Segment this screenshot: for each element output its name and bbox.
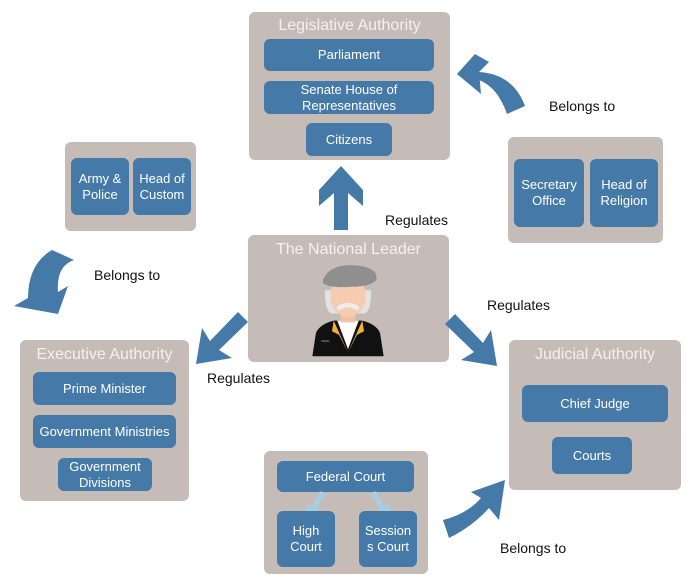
secretary-religion-panel: Secretary Office Head of Religion [508,137,663,243]
belongs-to-top-right-label: Belongs to [549,98,616,114]
courts-node: Courts [552,437,632,474]
executive-authority-panel: Executive Authority Prime Minister Gover… [20,340,189,501]
court-group-panel: Federal Court High Court Session s Court [264,451,428,574]
army-police-node: Army & Police [71,158,129,215]
chief-judge-node: Chief Judge [522,385,668,422]
arrow-up-icon [319,166,363,230]
curved-arrow-left-icon [14,250,74,314]
arrow-down-left-icon [196,312,248,364]
government-ministries-node: Government Ministries [33,415,176,448]
government-divisions-node: Government Divisions [58,458,152,491]
prime-minister-node: Prime Minister [33,372,176,405]
judicial-authority-title: Judicial Authority [534,346,656,363]
sessions-court-node: Session s Court [359,511,417,567]
army-custom-panel: Army & Police Head of Custom [65,142,196,231]
secretary-office-node: Secretary Office [514,159,584,227]
legislative-authority-panel: Legislative Authority Parliament Senate … [249,12,450,160]
citizens-node: Citizens [306,123,392,156]
leader-avatar-icon [312,265,384,357]
belongs-to-bottom-label: Belongs to [500,540,567,556]
head-of-religion-node: Head of Religion [590,159,658,227]
curved-arrow-bottom-icon [443,480,505,538]
high-court-node: High Court [277,511,335,567]
national-leader-panel: The National Leader [248,235,449,362]
judicial-authority-panel: Judicial Authority Chief Judge Courts [509,340,681,490]
head-of-custom-node: Head of Custom [133,158,191,215]
national-leader-title: The National Leader [276,241,421,258]
curved-arrow-top-right-icon [457,54,525,114]
regulates-up-label: Regulates [385,212,449,228]
executive-authority-title: Executive Authority [36,346,173,363]
legislative-authority-title: Legislative Authority [278,17,421,34]
belongs-to-left-label: Belongs to [94,267,161,283]
parliament-node: Parliament [264,39,434,71]
federal-court-node: Federal Court [277,461,414,492]
senate-node: Senate House of Representatives [264,81,434,114]
regulates-right-label: Regulates [487,297,551,313]
arrow-down-right-icon [445,314,497,366]
regulates-left-label: Regulates [207,370,271,386]
